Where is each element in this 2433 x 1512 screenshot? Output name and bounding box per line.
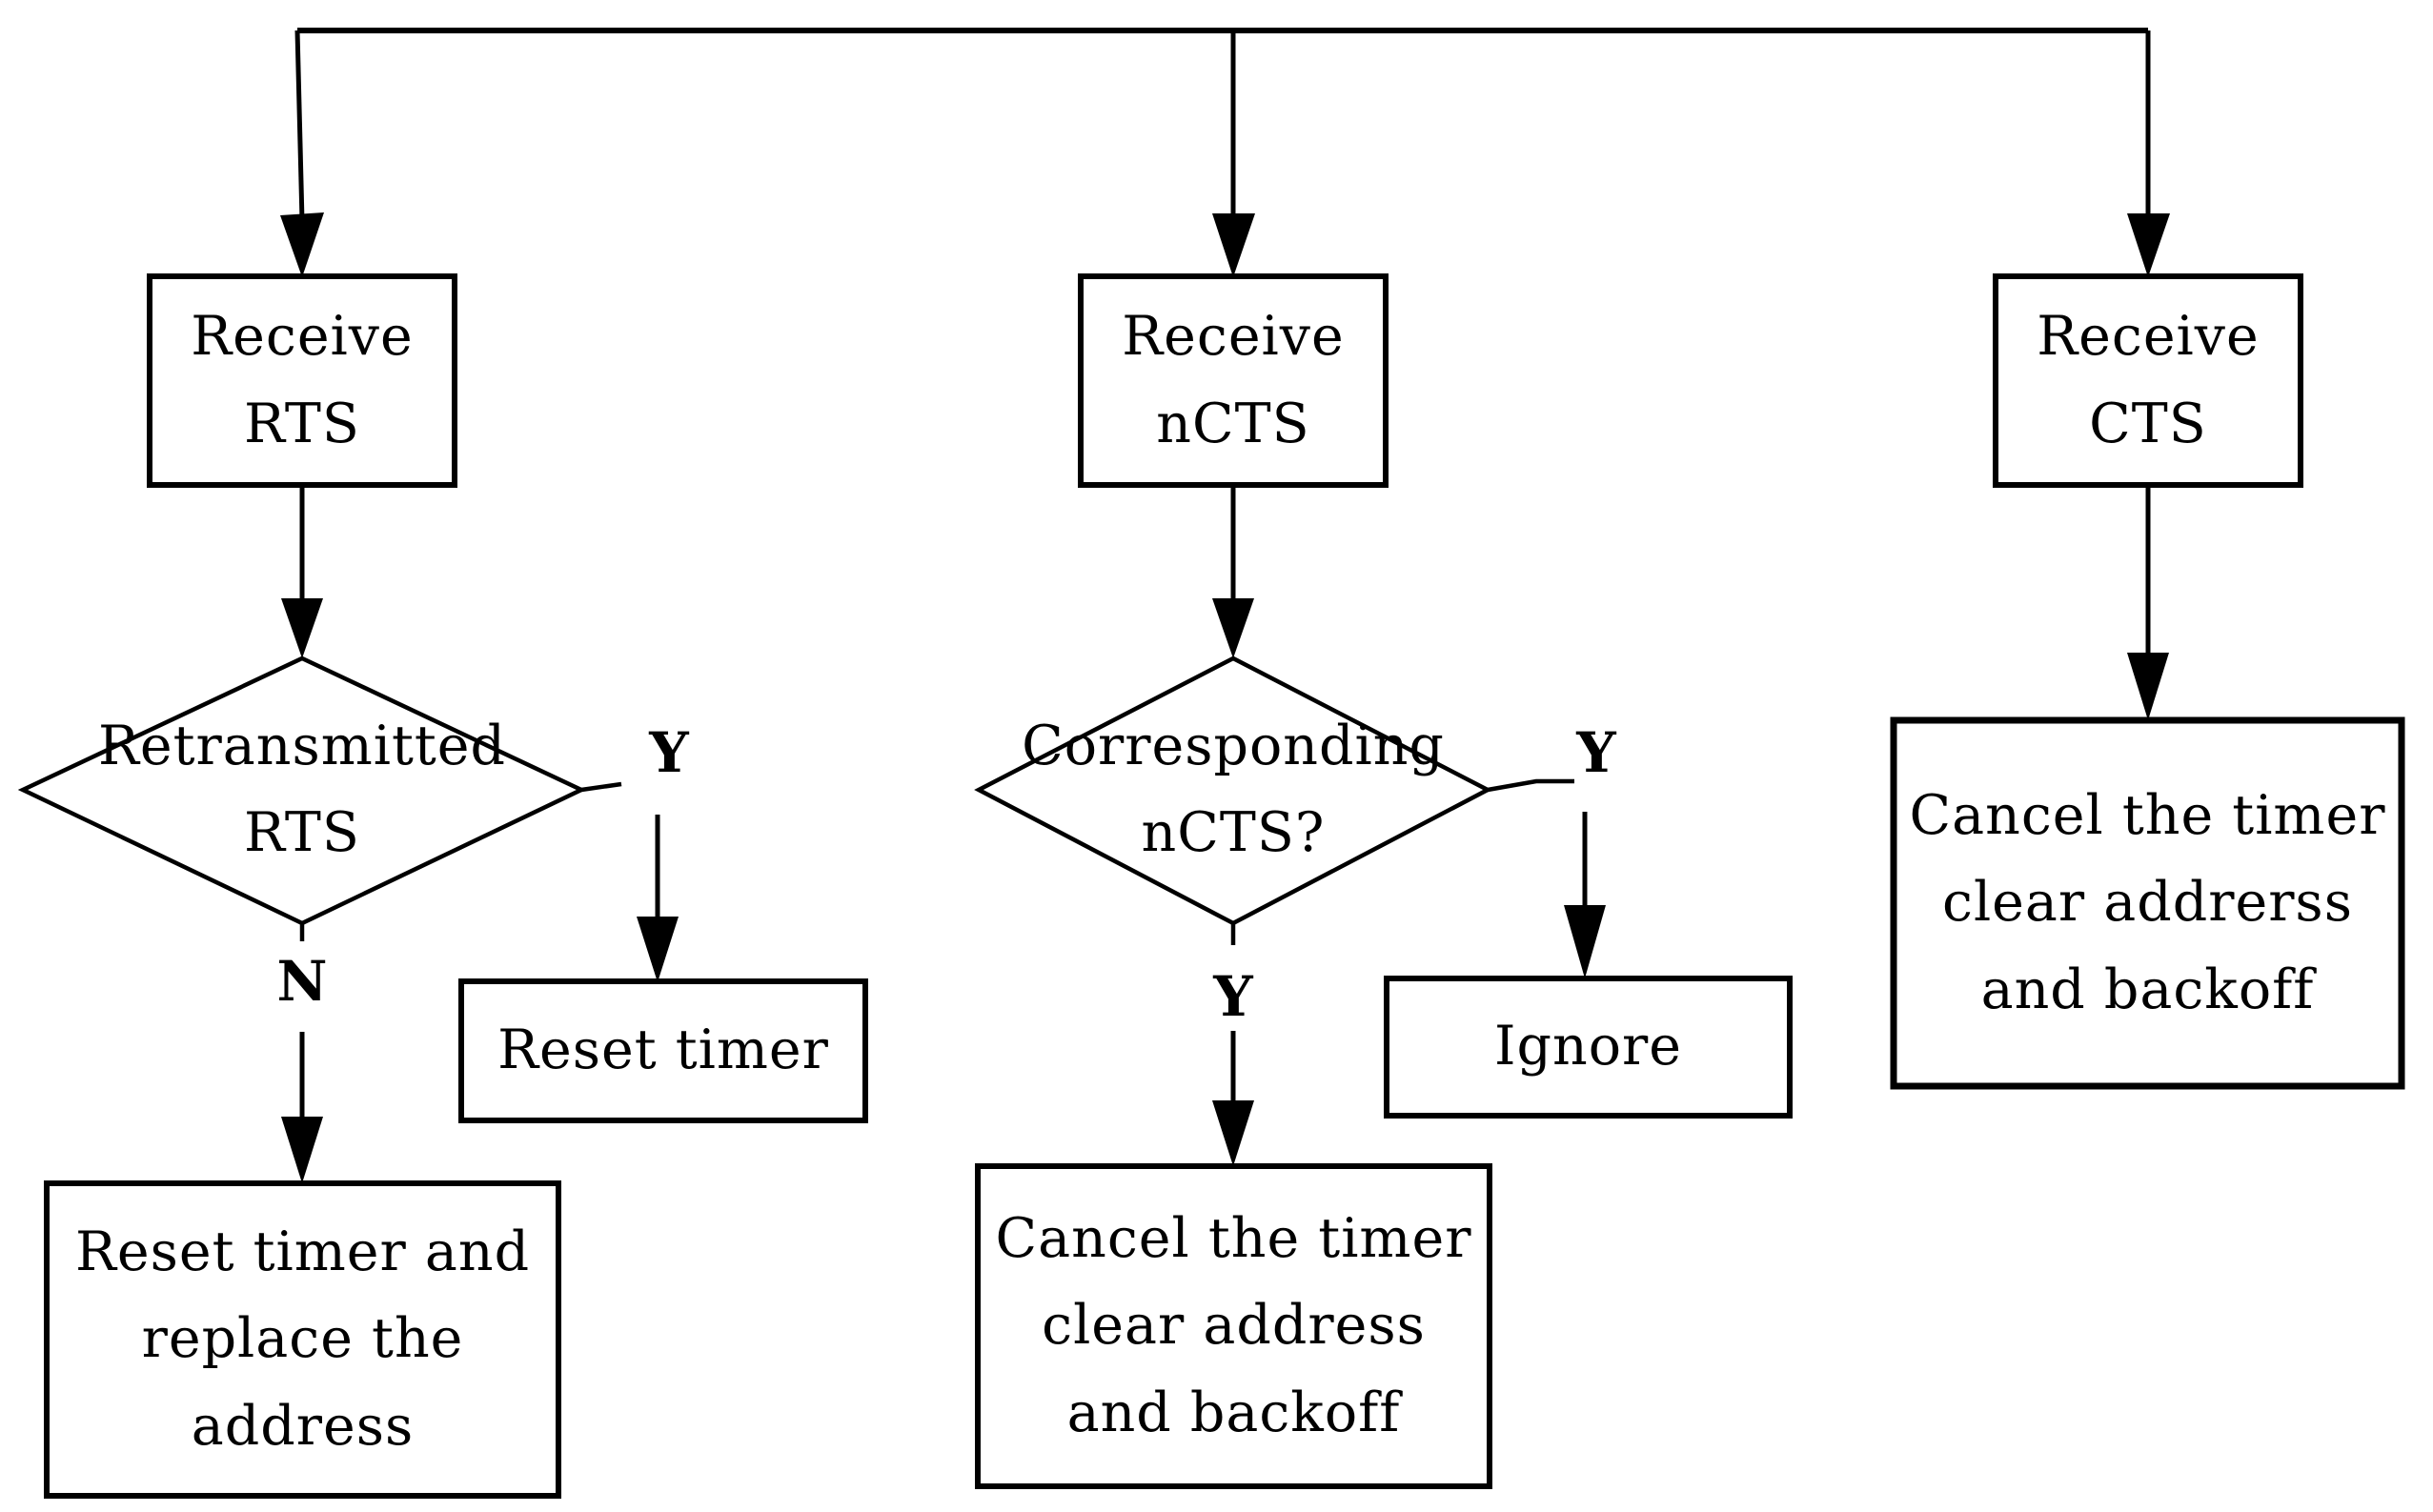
reset-timer-label: Reset timer [497,1018,829,1082]
ignore-label: Ignore [1493,1015,1682,1079]
receive-rts-label: Receive RTS [191,305,414,455]
cancel-clear-addrerss-label: Cancel the timer clear addrerss and back… [1909,784,2386,1021]
ncts-yes-right-label: Y [1576,720,1616,785]
retransmitted-rts-label: Retransmitted RTS [97,714,507,864]
rail-drop-left [294,30,305,222]
receive-ncts-label: Receive nCTS [1122,305,1345,455]
arrowhead [280,212,324,277]
arrowhead [637,917,679,982]
cancel-clear-address-box [975,1163,1492,1489]
ncts-yes-down-label: Y [1213,964,1253,1029]
corresponding-ncts-label: Corresponding nCTS? [1022,714,1445,864]
arrowhead [1212,213,1255,277]
arrowhead [281,1117,323,1183]
connector-line [1487,778,1574,793]
reset-timer-replace-box [44,1180,561,1499]
arrowhead [2127,653,2169,720]
reset-timer-box [458,978,868,1123]
connector-line [580,781,622,793]
arrowhead [1564,905,1606,978]
cancel-clear-address-label: Cancel the timer clear address and backo… [995,1207,1472,1444]
ignore-box [1384,976,1793,1119]
rts-yes-label: Y [649,720,689,785]
receive-cts-label: Receive CTS [2037,305,2260,455]
reset-timer-replace-label: Reset timer and replace the address [74,1220,531,1458]
rts-no-label: N [276,949,328,1014]
arrowhead [2127,213,2170,277]
arrowhead [1212,598,1254,658]
cancel-clear-addrerss-box [1890,716,2405,1090]
arrowhead [1212,1100,1254,1166]
arrowhead [281,598,323,658]
